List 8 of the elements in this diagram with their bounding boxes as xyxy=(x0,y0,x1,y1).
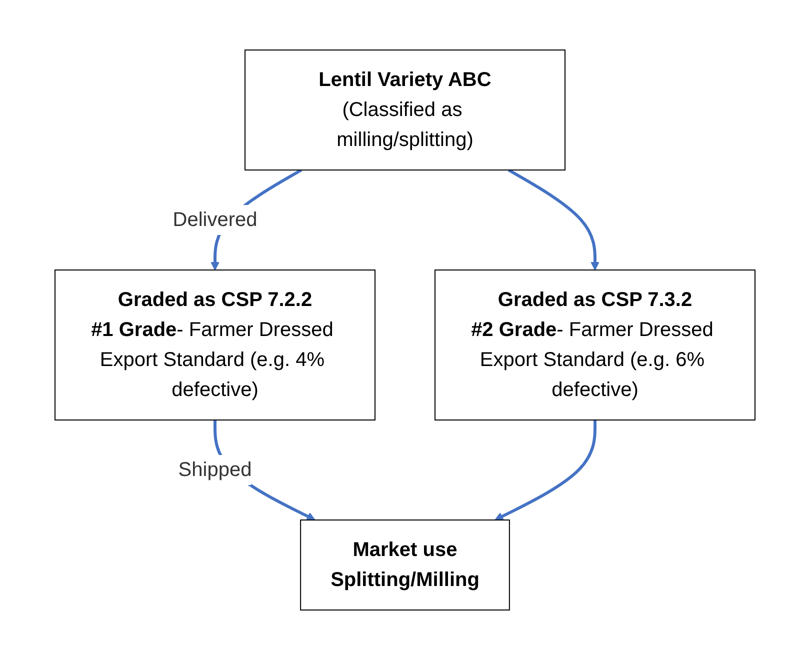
arrow xyxy=(494,420,596,520)
edge-label: Delivered xyxy=(172,209,257,231)
arrow xyxy=(507,168,599,270)
node-box: Graded as CSP 7.2.2 #1 Grade- Farmer Dressed Export Standard (e.g. 4% defective) xyxy=(54,270,375,420)
node-box: Graded as CSP 7.3.2 #2 Grade- Farmer Dressed Export Standard (e.g. 6% defective) xyxy=(434,270,755,420)
edge-label: Shipped xyxy=(178,459,252,481)
node-box: Lentil Variety ABC (Classified as milling/splitting) xyxy=(244,50,565,170)
node-box: Market use Splitting/Milling xyxy=(300,520,510,610)
